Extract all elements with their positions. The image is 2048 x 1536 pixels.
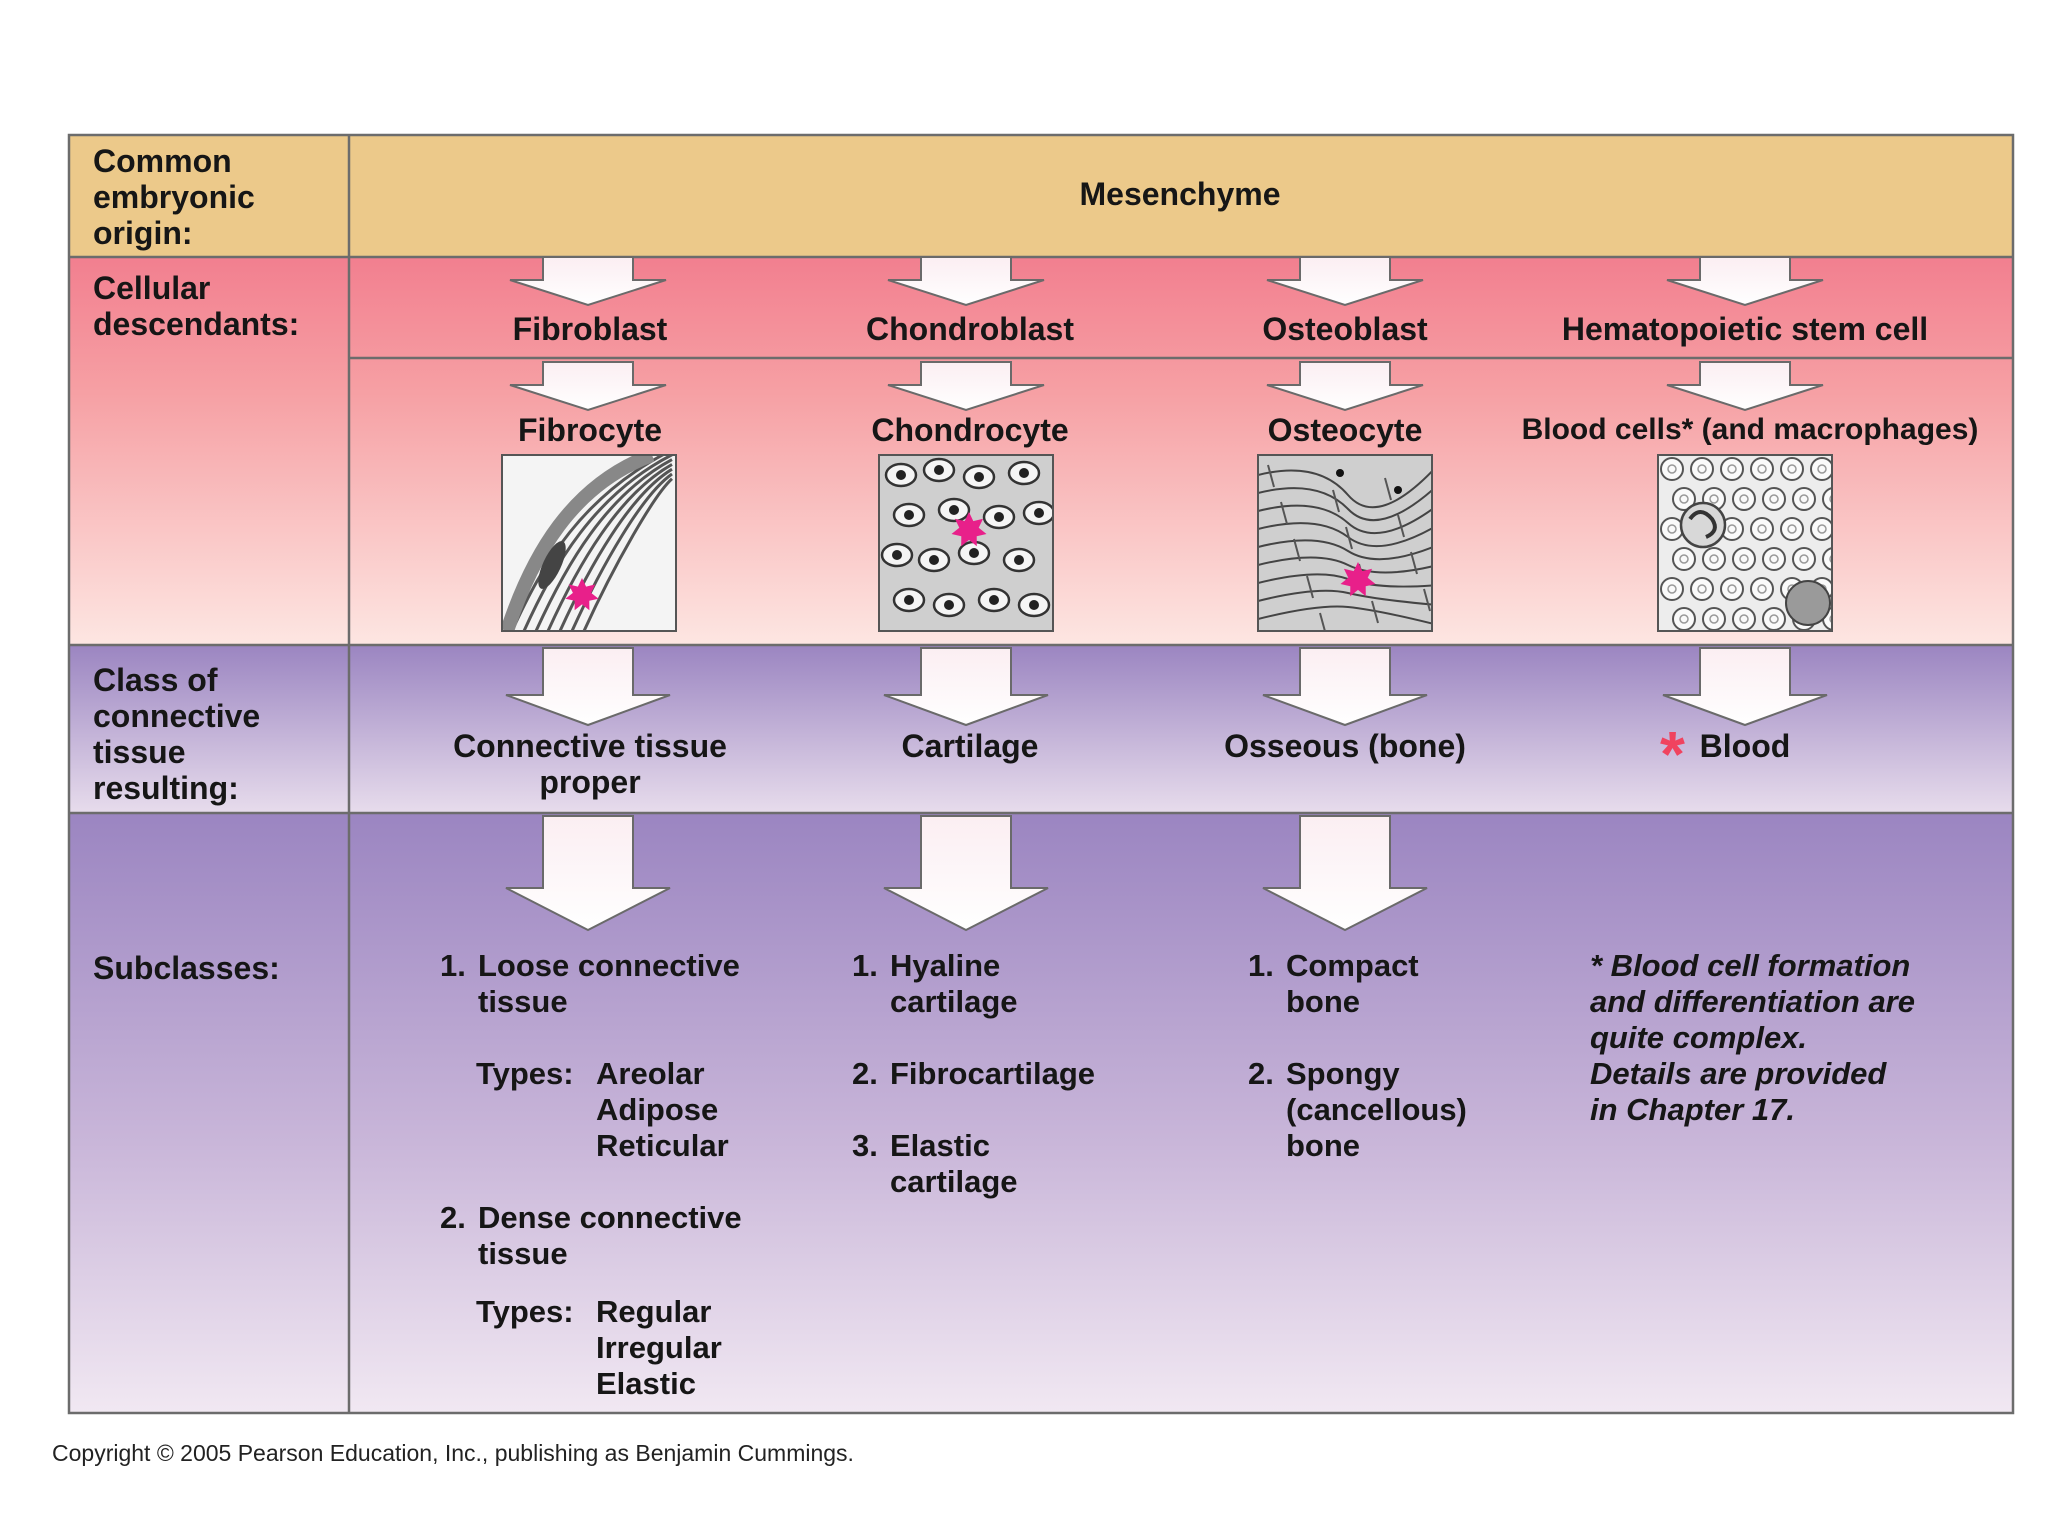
- cyte-label-fibrocyte: Fibrocyte: [517, 412, 663, 448]
- subclass-text: Spongy (cancellous) bone: [1286, 1056, 1467, 1163]
- subclass-text: Loose connective tissue: [478, 948, 740, 1019]
- blast-label-chondroblast: Chondroblast: [866, 311, 1074, 347]
- class-label-connective-proper: Connective tissue proper: [453, 728, 727, 800]
- cell-marker: [951, 512, 987, 547]
- types-list: Regular Irregular Elastic: [596, 1294, 722, 1401]
- subclass-number: 2.: [440, 1200, 466, 1235]
- copyright-notice: Copyright © 2005 Pearson Education, Inc.…: [52, 1440, 854, 1466]
- arrow-class-to-subclass-0: [505, 815, 671, 932]
- class-label-blood: Blood: [1699, 728, 1791, 764]
- subclass-number: 1.: [440, 948, 466, 983]
- arrow-blast-to-cyte-3: [1666, 361, 1824, 412]
- arrow-class-to-subclass-1: [883, 815, 1049, 932]
- arrow-cyte-to-class-0: [505, 647, 671, 727]
- subclass-text: Compact bone: [1286, 948, 1419, 1019]
- types-list: Areolar Adipose Reticular: [596, 1056, 729, 1163]
- subclass-text: Hyaline cartilage: [890, 948, 1018, 1019]
- origin-mesenchyme: Mesenchyme: [1079, 176, 1281, 212]
- blood-formation-footnote: * Blood cell formation and differentiati…: [1590, 948, 1915, 1127]
- cyte-label-osteocyte: Osteocyte: [1267, 412, 1423, 448]
- arrow-origin-to-blast-3: [1666, 256, 1824, 307]
- blast-label-osteoblast: Osteoblast: [1262, 311, 1428, 347]
- subclass-text: Fibrocartilage: [890, 1056, 1095, 1091]
- types-label: Types:: [476, 1294, 574, 1329]
- osteocyte-micrograph-icon: [1257, 454, 1433, 632]
- loose-connective-types: Types: Areolar Adipose Reticular: [476, 1056, 729, 1164]
- subclass-number: 3.: [852, 1128, 878, 1163]
- flow-arrows: [505, 256, 1828, 932]
- subclass-number: 1.: [1248, 948, 1274, 983]
- cyte-label-blood-cells: Blood cells* (and macrophages): [1521, 413, 1979, 446]
- arrow-cyte-to-class-3: [1662, 647, 1828, 727]
- class-band: [69, 645, 2013, 813]
- origin-band: [69, 135, 2013, 257]
- arrow-blast-to-cyte-1: [887, 361, 1045, 412]
- subclass-text: Dense connective tissue: [478, 1200, 742, 1271]
- arrow-cyte-to-class-1: [883, 647, 1049, 727]
- row-label-subclass: Subclasses:: [93, 950, 280, 986]
- arrow-blast-to-cyte-2: [1266, 361, 1424, 412]
- subclass-text: Elastic cartilage: [890, 1128, 1018, 1199]
- arrow-class-to-subclass-2: [1262, 815, 1428, 932]
- blast-label-hematopoietic: Hematopoietic stem cell: [1561, 311, 1929, 347]
- subclass-elastic-cartilage: 3. Elastic cartilage: [852, 1128, 1018, 1200]
- subclass-dense-connective: 2. Dense connective tissue: [440, 1200, 742, 1272]
- cell-marker: [1340, 562, 1376, 597]
- subclass-number: 1.: [852, 948, 878, 983]
- chondrocyte-micrograph-icon: [878, 454, 1054, 632]
- blood-cells-micrograph-icon: [1657, 454, 1833, 632]
- subclass-compact-bone: 1. Compact bone: [1248, 948, 1419, 1020]
- dense-connective-types: Types: Regular Irregular Elastic: [476, 1294, 722, 1402]
- subclass-number: 2.: [1248, 1056, 1274, 1091]
- cyte-label-chondrocyte: Chondrocyte: [871, 412, 1069, 448]
- arrow-origin-to-blast-1: [887, 256, 1045, 307]
- types-label: Types:: [476, 1056, 574, 1091]
- row-label-cellular: Cellular descendants:: [93, 270, 300, 342]
- fibrocyte-micrograph-icon: [501, 454, 677, 632]
- subclass-spongy-bone: 2. Spongy (cancellous) bone: [1248, 1056, 1467, 1164]
- arrow-origin-to-blast-0: [509, 256, 667, 307]
- arrow-cyte-to-class-2: [1262, 647, 1428, 727]
- arrow-blast-to-cyte-0: [509, 361, 667, 412]
- subclass-band: [69, 813, 2013, 1413]
- subclass-number: 2.: [852, 1056, 878, 1091]
- class-label-cartilage: Cartilage: [901, 728, 1039, 764]
- subclass-fibrocartilage: 2. Fibrocartilage: [852, 1056, 1095, 1092]
- subclass-hyaline-cartilage: 1. Hyaline cartilage: [852, 948, 1018, 1020]
- row-label-class: Class of connective tissue resulting:: [93, 662, 261, 806]
- class-label-osseous: Osseous (bone): [1224, 728, 1466, 764]
- blast-label-fibroblast: Fibroblast: [512, 311, 668, 347]
- highlight-asterisk: *: [1660, 718, 1685, 790]
- row-label-origin: Common embryonic origin:: [93, 143, 255, 251]
- arrow-origin-to-blast-2: [1266, 256, 1424, 307]
- cell-marker: [565, 578, 599, 611]
- subclass-loose-connective: 1. Loose connective tissue: [440, 948, 740, 1020]
